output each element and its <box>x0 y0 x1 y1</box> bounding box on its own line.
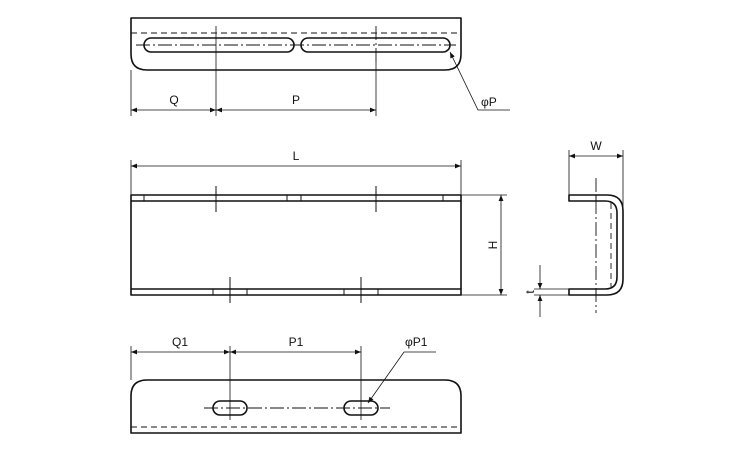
bottom-view: Q1 P1 φP1 <box>130 335 462 434</box>
l-label: L <box>293 149 300 163</box>
side-view: W t <box>523 139 624 317</box>
front-view: L H <box>130 149 507 303</box>
p-label: P <box>292 93 300 107</box>
top-view: Q P φP <box>130 17 510 116</box>
q-label: Q <box>169 93 178 107</box>
top-slot-left <box>143 37 295 53</box>
top-view-outline <box>130 17 462 71</box>
top-slot-right <box>300 37 451 53</box>
w-label: W <box>590 139 602 153</box>
t-label: t <box>523 290 537 294</box>
phi-p-label: φP <box>481 95 497 109</box>
phi-p-leader <box>449 51 510 111</box>
bottom-slot-left <box>212 400 248 416</box>
q1-label: Q1 <box>172 335 188 349</box>
bottom-slot-right <box>343 400 379 416</box>
phi-p1-leader <box>367 351 436 404</box>
bottom-view-outline <box>130 379 462 434</box>
p1-label: P1 <box>289 335 304 349</box>
front-view-outline <box>130 194 462 296</box>
phi-p1-label: φP1 <box>405 335 428 349</box>
h-label: H <box>486 241 500 250</box>
